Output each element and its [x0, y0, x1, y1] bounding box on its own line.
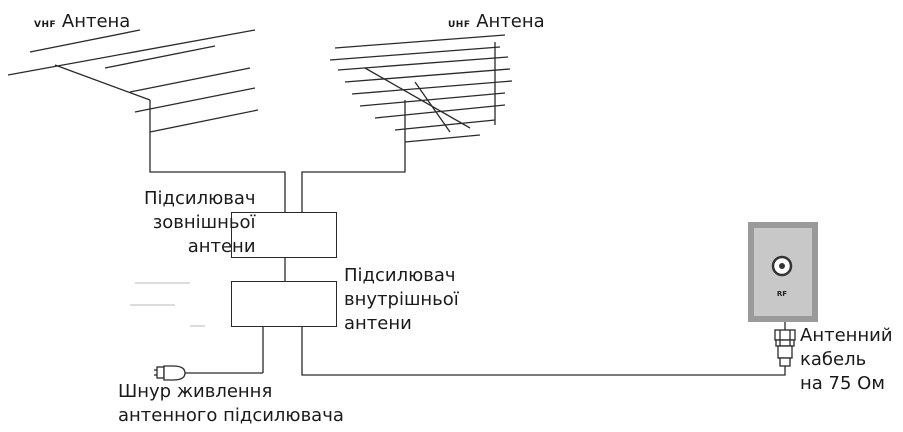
antenna-cable-line-3: на 75 Ом	[800, 373, 885, 394]
power-cord-line-2: антенного підсилювача	[118, 405, 344, 426]
power-cord-label: Шнур живлення антенного підсилювача	[118, 380, 344, 428]
antenna-cable-line-1: Антенний	[800, 325, 893, 346]
indoor-amplifier-line-3: антени	[344, 313, 412, 334]
power-plug-icon	[154, 365, 186, 381]
socket-mark: RF	[777, 290, 787, 298]
uhf-antenna-title: Антена	[476, 11, 545, 32]
power-cord-line-1: Шнур живлення	[118, 381, 273, 402]
scan-artifacts	[130, 282, 205, 327]
uhf-band: UHF	[448, 20, 471, 30]
uhf-antenna-label: UHF Антена	[448, 10, 545, 37]
antenna-cable-line-2: кабель	[800, 349, 867, 370]
outdoor-amplifier-line-3: антени	[187, 236, 256, 257]
indoor-amplifier-line-1: Підсилювач	[344, 265, 456, 286]
uhf-antenna-icon	[329, 34, 513, 160]
outdoor-amplifier-box	[231, 212, 337, 258]
antenna-cable-label: Антенний кабель на 75 Ом	[800, 324, 893, 396]
indoor-amplifier-label: Підсилювач внутрішньої антени	[344, 264, 459, 336]
indoor-amplifier-box	[231, 281, 337, 327]
vhf-antenna-label: VHF Антена	[34, 10, 130, 37]
vhf-band: VHF	[34, 20, 57, 30]
outdoor-amplifier-label: Підсилювач зовнішньої антени	[144, 187, 256, 259]
feed-lines	[149, 160, 786, 376]
cable-connector-icon	[774, 322, 796, 367]
indoor-amplifier-line-2: внутрішньої	[344, 289, 459, 310]
wall-socket-icon: RF	[748, 222, 818, 322]
vhf-antenna-icon	[7, 29, 259, 160]
vhf-antenna-title: Антена	[61, 11, 131, 32]
outdoor-amplifier-line-1: Підсилювач	[144, 188, 256, 209]
outdoor-amplifier-line-2: зовнішньої	[152, 212, 256, 233]
